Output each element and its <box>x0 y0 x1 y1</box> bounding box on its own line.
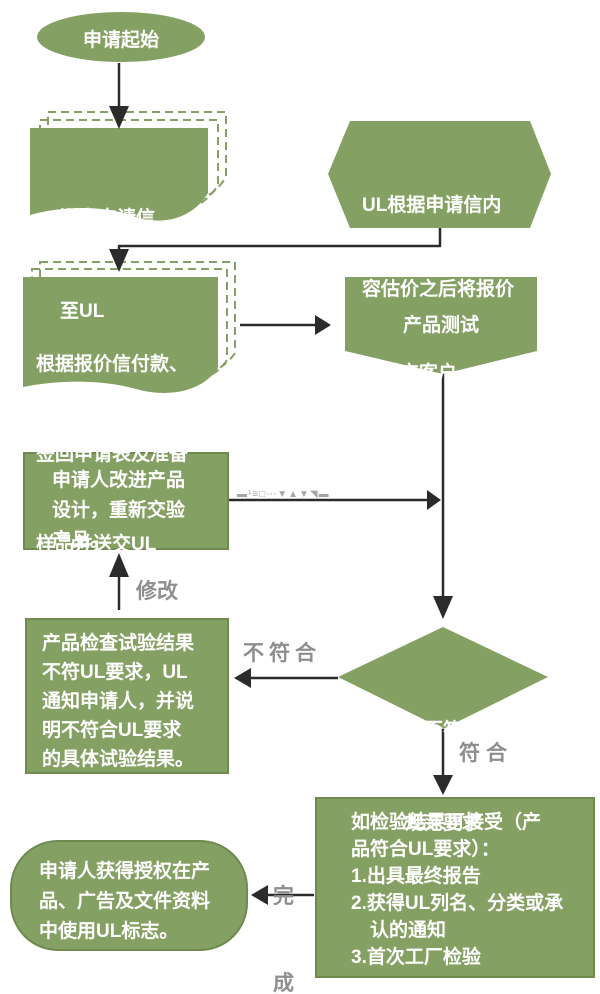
submit-letter-line: 送交申请信 <box>60 208 156 229</box>
arrowhead-decision-to-failnotice <box>234 668 251 688</box>
start-node-label: 申请起始 <box>82 30 159 51</box>
ul-quote-hexagon-shape <box>328 121 551 228</box>
authorized-line: 品、广告及文件资料 <box>39 891 211 912</box>
edge-label-done-char: 完 <box>273 885 294 908</box>
start-ellipse-shape <box>37 12 205 62</box>
accepted-line: 2.获得UL列名、分类或承 <box>351 893 564 914</box>
fail-notice-line: 不符UL要求，UL <box>42 662 188 683</box>
fail-notice-line: 通知申请人，并说 <box>42 691 195 712</box>
product-test-shape <box>345 277 537 374</box>
payment-line: 签回申请表及准备 <box>36 444 189 465</box>
fail-notice-line: 明不符合UL要求 <box>42 720 182 741</box>
improve-line: 申请人改进产品 <box>52 470 186 491</box>
payment-doc-shape <box>23 277 218 393</box>
edge-label-done: 完 成 <box>273 824 296 994</box>
improve-line: 设计，重新交验 <box>52 500 186 521</box>
edge-label-done-char: 成 <box>273 972 294 994</box>
authorized-line: 中使用UL标志。 <box>39 921 179 942</box>
accepted-line: 认的通知 <box>351 920 447 941</box>
product-test-node-label: 产品测试 <box>402 315 479 336</box>
submit-letter-doc-shape <box>30 128 208 221</box>
ul-quote-node-text: UL根据申请信内 容估价之后将报价 信送交客户 <box>362 136 514 444</box>
accepted-line: 如检验结果可接受（产 <box>351 812 542 833</box>
arrowhead-quote-to-payment <box>109 249 129 272</box>
ul-quote-line: 信送交客户 <box>362 363 458 384</box>
arrowhead-improve-to-testline <box>427 490 441 510</box>
fail-notice-line: 的具体试验结果。 <box>42 749 195 770</box>
accepted-line: 3.首次工厂检验 <box>351 947 481 968</box>
arrowhead-start-to-submit <box>109 106 129 129</box>
edge-label-not-conform: 不符合 <box>243 642 321 665</box>
decision-node-text: 是否符合 规范要求 <box>343 653 543 901</box>
authorized-line: 申请人获得授权在产 <box>39 861 211 882</box>
submit-letter-node-text: 送交申请信 至UL <box>60 141 155 389</box>
edge-quote-to-payment <box>117 228 442 251</box>
watermark: ▬¹≡□⋯▼▲▼◥▬ <box>237 489 330 500</box>
arrowhead-test-to-decision <box>433 596 453 619</box>
accepted-line: 1.出具最终报告 <box>351 866 481 887</box>
payment-line: 样品并送交UL <box>36 534 157 555</box>
payment-line: 根据报价信付款、 <box>36 354 189 375</box>
ul-quote-line: 容估价之后将报价 <box>362 279 515 300</box>
accepted-node: 如检验结果可接受（产 品符合UL要求）： 1.出具最终报告 2.获得UL列名、分… <box>315 797 595 978</box>
decision-line: 规范要求 <box>404 813 481 834</box>
accepted-line: 品符合UL要求）： <box>351 839 500 860</box>
decision-diamond-shape <box>338 627 548 729</box>
improve-node: 申请人改进产品 设计，重新交验 产品。 <box>23 452 229 551</box>
fail-notice-line: 产品检查试验结果 <box>42 633 195 654</box>
edge-label-modify: 修改 <box>136 580 178 603</box>
ul-quote-line: UL根据申请信内 <box>362 195 502 216</box>
decision-line: 是否符合 <box>404 720 481 741</box>
arrowhead-failnotice-to-improve <box>109 553 129 577</box>
submit-letter-line: 至UL <box>60 301 105 322</box>
improve-line: 产品。 <box>52 530 110 551</box>
arrowhead-decision-to-accepted <box>433 775 453 795</box>
fail-notice-node: 产品检查试验结果 不符UL要求，UL 通知申请人，并说 明不符合UL要求 的具体… <box>25 618 229 774</box>
edge-label-conform: 符合 <box>459 742 513 765</box>
arrowhead-payment-to-test <box>315 315 331 335</box>
arrowhead-accepted-to-authorized <box>251 885 268 905</box>
payment-node-text: 根据报价信付款、 签回申请表及准备 样品并送交UL <box>36 290 188 620</box>
authorized-node: 申请人获得授权在产 品、广告及文件资料 中使用UL标志。 <box>10 840 248 951</box>
